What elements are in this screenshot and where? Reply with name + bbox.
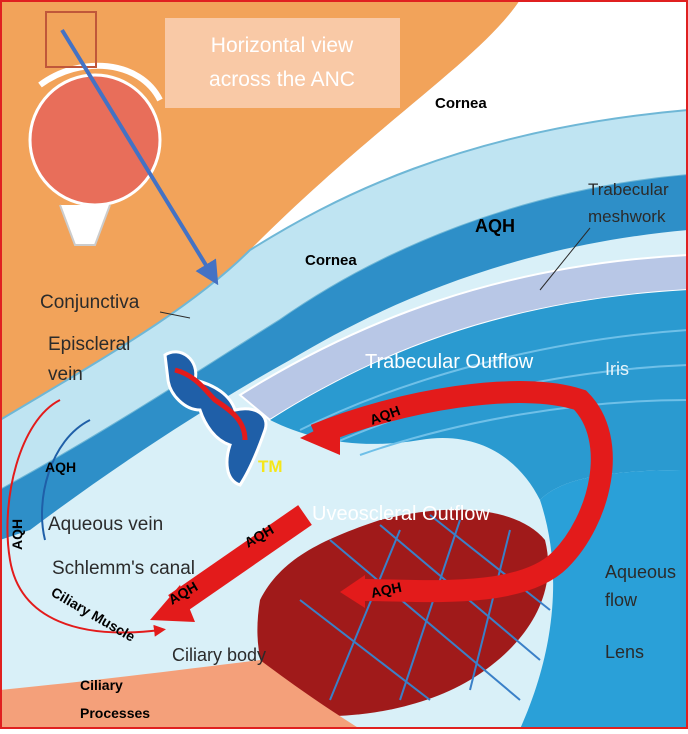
uveoscleral-arrow-head [150, 585, 195, 622]
trabecular-meshwork-pointer [539, 227, 591, 291]
conjunctiva-label: Conjunctiva [40, 292, 140, 313]
aqueous-flow-label-1: Aqueous [605, 562, 676, 582]
lens-region [520, 470, 688, 729]
aqh-left-inner-label: AQH [45, 459, 76, 475]
lens-label: Lens [605, 642, 644, 662]
schlemms-canal-shape [163, 350, 268, 487]
title-line-2: across the ANC [209, 68, 355, 91]
inner-flow-line [41, 419, 91, 541]
ciliary-processes-label-1: Ciliary [80, 677, 123, 693]
vein-flow-line [174, 367, 248, 441]
iris-stripe [359, 399, 688, 456]
episcleral-label-2: vein [48, 364, 83, 385]
sclera-band [0, 175, 688, 540]
aqueous-arrow-tail-head [340, 575, 365, 608]
uveoscleral-outflow-label: Uveoscleral Outflow [312, 503, 490, 525]
trabecular-arrow-head [300, 418, 340, 455]
uveoscleral-arrow-body [168, 505, 312, 615]
cornea-top-label: Cornea [435, 95, 487, 112]
aqh-aqueous-arrow-label: AQH [369, 579, 403, 601]
iris-stripe [299, 329, 688, 431]
trabecular-meshwork-label-2: meshwork [588, 207, 666, 226]
title-line-1: Horizontal view [211, 34, 354, 57]
bottom-tissue [0, 660, 360, 729]
ciliary-body-label: Ciliary body [172, 645, 266, 665]
aqh-left-outer-label: AQH [9, 519, 25, 550]
aqueous-vein-label: Aqueous vein [48, 514, 163, 535]
trabecular-meshwork-label-1: Trabecular [588, 180, 669, 199]
trabecular-outflow-label: Trabecular Outflow [365, 351, 534, 373]
conjunctiva-pointer [159, 311, 191, 319]
tm-label: TM [258, 457, 283, 476]
zonule-fibers [329, 519, 511, 701]
view-direction-arrow [60, 28, 219, 286]
iris-label: Iris [605, 359, 629, 379]
outer-aqh-return-arrow [6, 399, 166, 637]
eye-inset-icon [28, 11, 163, 246]
episcleral-label-1: Episcleral [48, 334, 130, 355]
aqueous-flow-arrow-body [310, 381, 613, 603]
title-box [165, 18, 400, 108]
ciliary-processes-label-2: Processes [80, 705, 150, 721]
aqueous-flow-label-2: flow [605, 590, 638, 610]
schlemms-canal-label: Schlemm's canal [52, 558, 195, 579]
cornea-mid-label: Cornea [305, 252, 357, 269]
aqh-center-label: AQH [475, 216, 515, 236]
